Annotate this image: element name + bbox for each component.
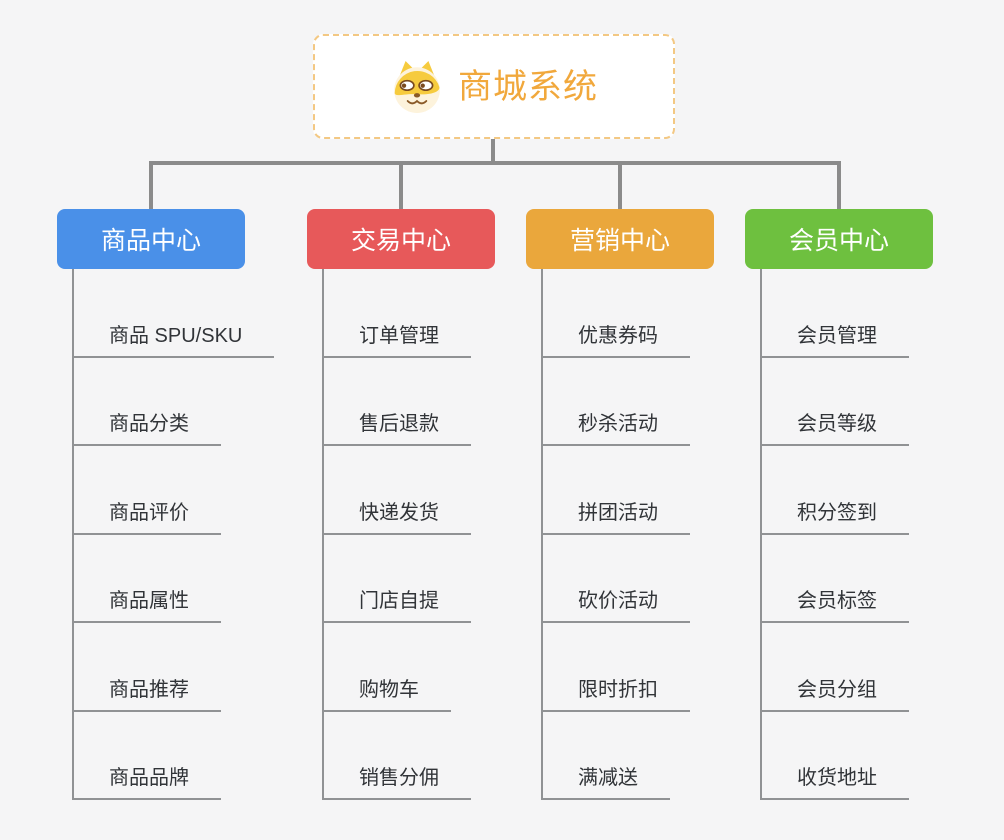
- branch-product-center[interactable]: 商品中心: [57, 209, 245, 269]
- leaf-node[interactable]: 商品推荐: [74, 623, 324, 712]
- leaf-node[interactable]: 秒杀活动: [543, 358, 793, 446]
- leaf-node[interactable]: 购物车: [324, 623, 574, 712]
- leaf-node[interactable]: 砍价活动: [543, 535, 793, 623]
- leaf-node[interactable]: 商品品牌: [74, 712, 324, 800]
- leaf-label: 订单管理: [324, 319, 471, 358]
- branch-marketing-center[interactable]: 营销中心: [526, 209, 714, 269]
- connector-drop-1: [149, 161, 153, 211]
- leaf-label: 商品 SPU/SKU: [74, 319, 275, 358]
- leaf-label: 积分签到: [762, 496, 909, 535]
- connector-drop-3: [618, 161, 622, 211]
- leaf-node[interactable]: 商品分类: [74, 358, 324, 446]
- leaf-node[interactable]: 满减送: [543, 712, 793, 800]
- connector-bus: [149, 161, 841, 165]
- leaf-label: 快递发货: [324, 496, 471, 535]
- connector-drop-4: [837, 161, 841, 211]
- root-node-mall-system[interactable]: 商城系统: [313, 34, 675, 139]
- leaf-node[interactable]: 会员标签: [762, 535, 1004, 623]
- leaf-label: 商品品牌: [74, 761, 221, 800]
- leaf-label: 商品评价: [74, 496, 221, 535]
- leaf-node[interactable]: 商品 SPU/SKU: [74, 269, 324, 358]
- leaf-node[interactable]: 限时折扣: [543, 623, 793, 712]
- leaf-label: 会员分组: [762, 673, 909, 712]
- root-title: 商城系统: [458, 67, 598, 106]
- leaf-node[interactable]: 收货地址: [762, 712, 1004, 800]
- branch-label: 交易中心: [350, 227, 451, 255]
- leaf-label: 销售分佣: [324, 761, 471, 800]
- leaf-label: 售后退款: [324, 407, 471, 446]
- leaf-node[interactable]: 会员管理: [762, 269, 1004, 358]
- leaf-label: 收货地址: [762, 761, 909, 800]
- leaf-label: 砍价活动: [543, 584, 690, 623]
- leaf-label: 门店自提: [324, 584, 471, 623]
- leaf-label: 购物车: [324, 673, 451, 712]
- leaf-column-product: 商品 SPU/SKU 商品分类 商品评价 商品属性 商品推荐 商品品牌: [72, 269, 324, 800]
- leaf-label: 商品属性: [74, 584, 221, 623]
- leaf-node[interactable]: 销售分佣: [324, 712, 574, 800]
- leaf-node[interactable]: 快递发货: [324, 446, 574, 535]
- leaf-column-trade: 订单管理 售后退款 快递发货 门店自提 购物车 销售分佣: [322, 269, 574, 800]
- leaf-label: 会员管理: [762, 319, 909, 358]
- leaf-node[interactable]: 门店自提: [324, 535, 574, 623]
- branch-label: 会员中心: [788, 227, 889, 255]
- connector-drop-2: [399, 161, 403, 211]
- leaf-column-marketing: 优惠券码 秒杀活动 拼团活动 砍价活动 限时折扣 满减送: [541, 269, 793, 800]
- leaf-label: 优惠券码: [543, 319, 690, 358]
- leaf-node[interactable]: 会员等级: [762, 358, 1004, 446]
- branch-trade-center[interactable]: 交易中心: [307, 209, 495, 269]
- leaf-node[interactable]: 订单管理: [324, 269, 574, 358]
- branch-member-center[interactable]: 会员中心: [745, 209, 933, 269]
- leaf-node[interactable]: 会员分组: [762, 623, 1004, 712]
- leaf-label: 会员标签: [762, 584, 909, 623]
- branch-label: 营销中心: [569, 227, 670, 255]
- doge-icon: [394, 60, 440, 113]
- leaf-node[interactable]: 售后退款: [324, 358, 574, 446]
- leaf-label: 满减送: [543, 761, 670, 800]
- leaf-node[interactable]: 商品属性: [74, 535, 324, 623]
- leaf-label: 会员等级: [762, 407, 909, 446]
- leaf-label: 限时折扣: [543, 673, 690, 712]
- leaf-node[interactable]: 积分签到: [762, 446, 1004, 535]
- connector-root-stub: [491, 139, 495, 165]
- leaf-column-member: 会员管理 会员等级 积分签到 会员标签 会员分组 收货地址: [760, 269, 1004, 800]
- leaf-label: 秒杀活动: [543, 407, 690, 446]
- leaf-node[interactable]: 优惠券码: [543, 269, 793, 358]
- leaf-label: 拼团活动: [543, 496, 690, 535]
- leaf-label: 商品分类: [74, 407, 221, 446]
- branch-label: 商品中心: [100, 227, 201, 255]
- leaf-node[interactable]: 拼团活动: [543, 446, 793, 535]
- leaf-node[interactable]: 商品评价: [74, 446, 324, 535]
- leaf-label: 商品推荐: [74, 673, 221, 712]
